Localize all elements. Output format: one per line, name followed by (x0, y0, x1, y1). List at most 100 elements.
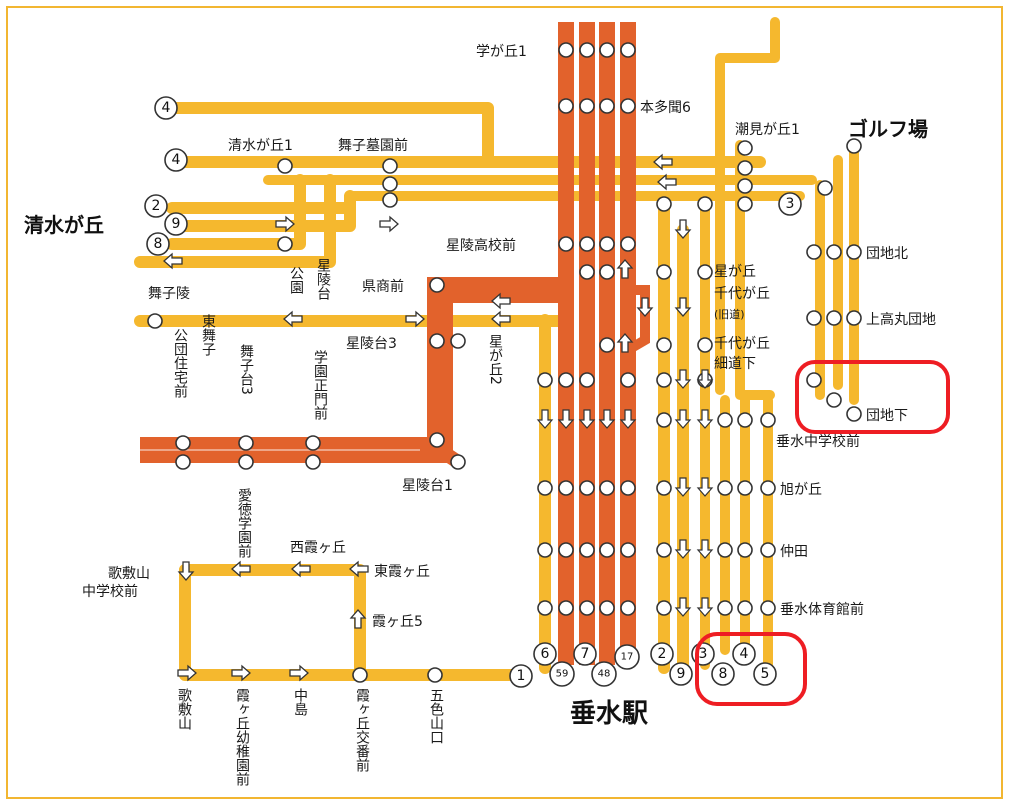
area-shimizugaoka: 清水が丘 (24, 213, 104, 237)
stop-goshikiyama-v: 五色山口 (428, 688, 444, 744)
svg-text:2: 2 (152, 198, 161, 214)
route-badge: 4 (154, 96, 178, 120)
down-arrow (557, 409, 575, 429)
stop-shimizugaoka1: 清水が丘1 (228, 138, 293, 154)
svg-text:3: 3 (699, 646, 708, 662)
stop-kasumi-yochien-v: 霞ヶ丘幼稚園前 (234, 688, 250, 787)
route-badge: 9 (164, 212, 188, 236)
stop-maikobochi: 舞子墓園前 (338, 137, 408, 154)
down-arrow (598, 409, 616, 429)
station-badge: 59 (549, 661, 575, 687)
yellow-routes (134, 17, 859, 681)
station-badge: 1 (509, 664, 533, 688)
stop-labels: 学が丘1 本多聞6 潮見が丘1 清水が丘1 舞子墓園前 星陵高校前 団地北 舞子… (82, 44, 936, 630)
down-arrow (578, 409, 596, 429)
down-arrow (696, 539, 714, 559)
svg-text:4: 4 (740, 646, 749, 662)
down-arrow (674, 369, 692, 389)
stop-nishikasumi: 西霞ヶ丘 (290, 540, 346, 556)
up-arrows (349, 259, 634, 629)
down-arrow (696, 477, 714, 497)
stop-kasumigaoka5: 霞ヶ丘5 (372, 614, 423, 630)
down-arrow (619, 409, 637, 429)
stop-shiomigaoka1: 潮見が丘1 (735, 122, 800, 138)
highlight-badges (695, 632, 807, 706)
stop-kamitakamaru: 上高丸団地 (866, 311, 936, 328)
tarumi-station-label: 垂水駅 (570, 699, 648, 729)
svg-text:1: 1 (517, 668, 526, 684)
stop-chiyogaoka: 千代が丘 (714, 286, 770, 302)
stop-gakuen-seimon-v: 学園正門前 (312, 350, 328, 421)
area-labels: 清水が丘 ゴルフ場 垂水駅 (24, 117, 928, 729)
stop-tarumichugaku: 垂水中学校前 (776, 433, 860, 450)
highlight-boxes (695, 360, 950, 706)
stop-higashikasumi: 東霞ヶ丘 (374, 564, 430, 580)
stop-utashikiyama-1: 歌敷山 (108, 566, 150, 582)
stop-aitoku-v: 愛徳学園前 (236, 488, 252, 559)
stop-hoshigaoka2-v: 星が丘2 (487, 334, 503, 385)
svg-text:4: 4 (162, 100, 171, 116)
svg-text:4: 4 (172, 152, 181, 168)
svg-text:9: 9 (172, 216, 181, 232)
route-badge: 4 (164, 148, 188, 172)
stop-hontamon6: 本多聞6 (640, 99, 691, 116)
svg-text:3: 3 (786, 196, 795, 212)
stop-asahigaoka: 旭が丘 (780, 482, 822, 498)
stop-higashimaiko-v: 東舞子 (200, 314, 216, 356)
stop-chiyogaoka-hoso: 千代が丘 (714, 336, 770, 352)
stop-hoshigaoka: 星が丘 (714, 264, 756, 280)
station-badge: 6 (533, 642, 557, 666)
down-arrow (696, 369, 714, 389)
svg-text:5: 5 (761, 666, 770, 682)
svg-text:17: 17 (621, 652, 634, 663)
svg-text:6: 6 (541, 646, 550, 662)
down-arrow (674, 539, 692, 559)
stop-seiryodai3: 星陵台3 (346, 336, 397, 352)
route-badge: 2 (144, 194, 168, 218)
stop-utashikiyama-v: 歌敷山 (176, 688, 192, 730)
down-arrow (674, 409, 692, 429)
stop-tarumitaiikukan: 垂水体育館前 (780, 601, 864, 618)
stop-danchishita: 団地下 (866, 408, 908, 424)
stop-seiryodai1: 星陵台1 (402, 478, 453, 494)
down-arrow-rows (536, 369, 714, 617)
svg-text:48: 48 (598, 669, 611, 680)
down-arrow (674, 597, 692, 617)
stop-kenshomae: 県商前 (362, 278, 404, 295)
station-badge: 17 (614, 644, 640, 670)
down-arrow (674, 477, 692, 497)
station-badge: 7 (573, 642, 597, 666)
stop-utashikiyama-2: 中学校前 (82, 583, 138, 600)
stop-seiryodai-v: 星陵台 (315, 258, 331, 300)
vertical-stop-labels: 星陵台 公園 東舞子 公団住宅前 舞子台3 学園正門前 星が丘2 愛徳学園前 歌… (172, 258, 503, 787)
direction-arrows (163, 153, 692, 682)
stop-koen-v: 公園 (288, 266, 304, 294)
down-arrow (696, 597, 714, 617)
station-badge: 5 (753, 662, 777, 686)
stop-nakajima-v: 中島 (292, 688, 308, 716)
svg-text:59: 59 (556, 669, 569, 680)
stop-seiryokoko: 星陵高校前 (446, 237, 516, 254)
route-badges: 4 4 2 9 8 3 1 6 59 7 48 17 2 9 3 8 4 5 (144, 96, 802, 688)
stop-hosomichishita: 細道下 (714, 356, 756, 372)
stop-kyudo: (旧道) (714, 307, 745, 321)
svg-text:9: 9 (677, 666, 686, 682)
area-golf: ゴルフ場 (848, 117, 928, 141)
route-badge: 8 (146, 232, 170, 256)
station-badge: 4 (732, 642, 756, 666)
station-badge: 48 (591, 661, 617, 687)
stop-danchikita: 団地北 (866, 246, 908, 262)
svg-text:8: 8 (719, 666, 728, 682)
stop-maikoryo: 舞子陵 (148, 286, 190, 302)
svg-text:8: 8 (154, 236, 163, 252)
stop-nakata: 仲田 (780, 544, 808, 560)
stop-kodanjutaku-v: 公団住宅前 (172, 328, 188, 399)
route-badge: 3 (778, 192, 802, 216)
down-arrow (696, 409, 714, 429)
svg-text:2: 2 (658, 646, 667, 662)
stop-gakugaoka1: 学が丘1 (476, 44, 527, 60)
station-badge: 2 (650, 642, 674, 666)
station-badge: 8 (711, 662, 735, 686)
down-arrow (536, 409, 554, 429)
